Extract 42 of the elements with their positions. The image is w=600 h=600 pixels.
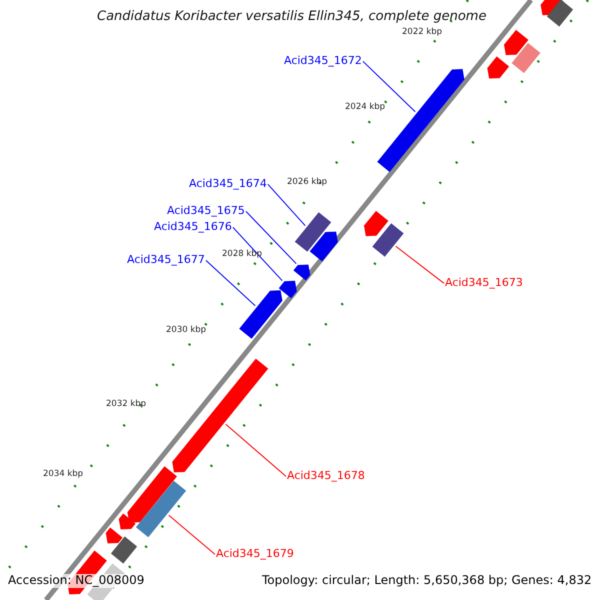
gene-label: Acid345_1678 (287, 470, 365, 483)
gene-feature (504, 30, 528, 56)
scale-label: 2026 kbp (287, 178, 328, 188)
gene-feature (278, 280, 297, 298)
gene-feature (127, 466, 177, 523)
gene-label: Acid345_1674 (189, 178, 267, 191)
scale-label: 2024 kbp (345, 103, 386, 113)
leader-line (225, 424, 286, 477)
info-text: Topology: circular; Length: 5,650,368 bp; Genes: 4,832 (262, 574, 592, 588)
gene-feature (293, 264, 310, 280)
scale-label: 2030 kbp (166, 326, 206, 336)
gene-label: Acid345_1677 (127, 254, 205, 267)
info-text: Accession: NC_008009 (8, 574, 144, 588)
gene-feature (364, 210, 388, 236)
gene-feature (310, 232, 338, 262)
gene-label: Acid345_1675 (167, 205, 245, 218)
scale-label: 2034 kbp (43, 470, 84, 480)
leader-line (168, 514, 216, 555)
map-title: Candidatus Koribacter versatilis Ellin345, complete genome (97, 10, 486, 25)
gene-feature (487, 56, 510, 78)
gene-label: Acid345_1679 (216, 548, 294, 561)
leader-line (245, 210, 297, 264)
gene-block (294, 212, 332, 252)
gene-block (372, 223, 404, 257)
leader-line (362, 60, 416, 112)
gene-feature (239, 290, 282, 339)
gene-feature (106, 528, 123, 544)
gene-block (546, 0, 574, 27)
gene-block (512, 42, 540, 74)
gene-block (136, 480, 186, 538)
gene-label: Acid345_1672 (284, 55, 362, 68)
gene-label: Acid345_1676 (154, 221, 232, 234)
leader-line (395, 246, 444, 284)
leader-line (232, 226, 283, 282)
gene-label: Acid345_1673 (445, 277, 523, 290)
scale-label: 2032 kbp (106, 400, 146, 410)
leader-line (267, 184, 306, 226)
gene-feature (118, 514, 136, 530)
scale-label: 2022 kbp (402, 28, 442, 38)
leader-line (205, 260, 256, 306)
gene-feature (172, 358, 268, 472)
gene-block (110, 536, 138, 564)
